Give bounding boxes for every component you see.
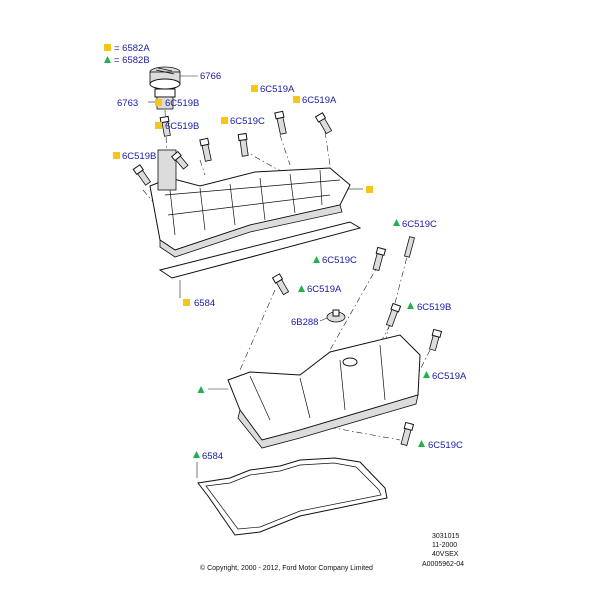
- label-plug-a-top-right: 6C519A: [302, 95, 337, 106]
- spark-plug-b-right: [385, 302, 402, 328]
- marker-square-b-cap: [155, 99, 162, 106]
- spark-plug-b-mid: [199, 137, 212, 162]
- legend-square-marker: [104, 44, 111, 51]
- marker-triangle-cover-lower: [197, 386, 205, 393]
- marker-triangle-a-right: [423, 371, 430, 378]
- label-plug-c-mid: 6C519C: [322, 255, 357, 266]
- doc-info-line-3: 40VSEX: [432, 551, 459, 558]
- marker-triangle-b-right: [407, 302, 414, 309]
- label-cap: 6766: [200, 71, 221, 82]
- label-plug-a-right: 6C519A: [432, 371, 467, 382]
- upper-valve-cover: [149, 149, 351, 258]
- marker-square-gasket-top: [183, 299, 190, 306]
- legend-triangle-marker: [104, 56, 111, 63]
- marker-square-c-top: [221, 117, 228, 124]
- marker-triangle-c-mid: [313, 256, 320, 263]
- label-plug-c-bottom: 6C519C: [428, 440, 463, 451]
- spark-plug-c-right-top: [403, 236, 415, 258]
- spark-plug-a-top-left: [274, 110, 287, 135]
- document-info: 3031015 11-2000 40VSEX A0005962-04: [422, 533, 464, 568]
- legend: = 6582A = 6582B: [104, 43, 150, 66]
- legend-square-text: = 6582A: [114, 43, 150, 54]
- marker-square-a-top-left: [251, 85, 258, 92]
- doc-info-line-2: 11-2000: [432, 542, 457, 549]
- marker-triangle-c-bottom: [418, 440, 425, 447]
- label-plug-b-left: 6C519B: [122, 151, 156, 162]
- label-plug-b-cap: 6C519B: [165, 98, 199, 109]
- lower-valve-cover: [227, 334, 421, 449]
- marker-triangle-a-mid: [298, 285, 305, 292]
- spark-plug-c-mid: [372, 246, 387, 271]
- doc-info-line-4: A0005962-04: [422, 561, 464, 568]
- label-plug-b-mid: 6C519B: [165, 121, 199, 132]
- spark-plug-b-left: [171, 150, 189, 170]
- spark-plug-b-far-left: [132, 164, 152, 186]
- spark-plug-a-top-right: [314, 112, 333, 135]
- label-plug-c-right-top: 6C519C: [402, 219, 437, 230]
- label-plug-a-mid: 6C519A: [307, 284, 342, 295]
- lower-gasket: [197, 457, 388, 536]
- legend-triangle-text: = 6582B: [114, 55, 150, 66]
- spark-plug-a-mid: [271, 273, 290, 296]
- upper-gasket: [158, 221, 362, 279]
- marker-square-b-mid: [155, 122, 162, 129]
- marker-triangle-gasket-bottom: [193, 451, 200, 458]
- marker-square-b-left: [113, 152, 120, 159]
- marker-square-cover-upper: [366, 186, 373, 193]
- label-gasket-bottom: 6584: [202, 451, 223, 462]
- spark-plug-c-bottom: [400, 421, 415, 446]
- spark-plug-c-top: [237, 132, 249, 157]
- label-plug-c-top: 6C519C: [230, 116, 265, 127]
- label-breather: 6B288: [291, 317, 318, 328]
- doc-info-line-1: 3031015: [432, 533, 459, 540]
- label-plug-a-top-left: 6C519A: [260, 84, 295, 95]
- breather: [326, 309, 346, 323]
- marker-square-a-top-right: [293, 96, 300, 103]
- spark-plug-a-right: [429, 328, 443, 352]
- copyright: © Copyright, 2000 - 2012, Ford Motor Com…: [200, 564, 373, 572]
- marker-triangle-c-right-top: [393, 219, 400, 226]
- spark-plug-b-cap: [159, 115, 171, 137]
- label-gasket-top: 6584: [194, 298, 215, 309]
- label-filler-neck: 6763: [117, 98, 138, 109]
- label-plug-b-right: 6C519B: [417, 302, 451, 313]
